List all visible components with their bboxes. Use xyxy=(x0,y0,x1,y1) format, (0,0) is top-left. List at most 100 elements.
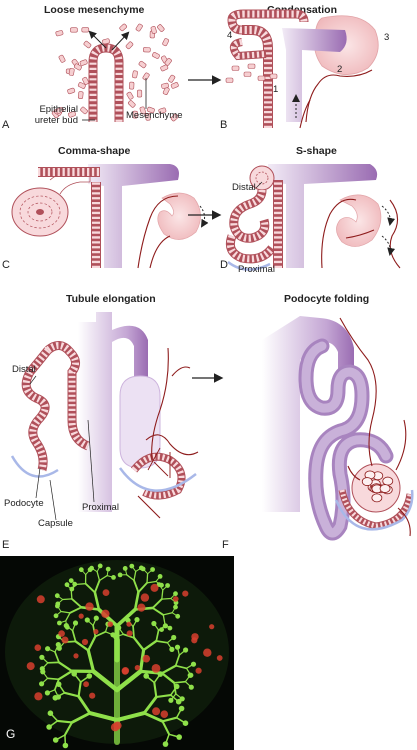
invasion-arrow-left xyxy=(88,30,107,49)
mesenchyme-cell xyxy=(68,111,76,118)
mesenchyme-cell xyxy=(58,54,66,63)
ureteric-branch xyxy=(138,648,146,674)
capillary-loop xyxy=(382,476,394,486)
nephron-cluster xyxy=(216,655,223,661)
nephron-cluster xyxy=(191,637,198,644)
mesenchyme-cell xyxy=(68,68,75,76)
nephron-cluster xyxy=(73,653,79,659)
ureteric-branch xyxy=(133,590,140,611)
ureter-bud xyxy=(88,43,124,122)
vessel-b xyxy=(305,69,373,123)
ureteric-branch xyxy=(77,680,82,698)
branch-tip xyxy=(78,567,84,573)
vessel-c xyxy=(137,195,179,269)
ureteric-branch xyxy=(162,612,173,616)
ureteric-branch xyxy=(56,719,74,724)
ureteric-branch xyxy=(137,581,148,594)
branch-tip xyxy=(157,574,163,579)
branch-tip xyxy=(89,565,94,571)
nephron-cluster xyxy=(121,667,130,675)
branch-tip xyxy=(39,666,45,672)
branch-tip xyxy=(93,615,99,621)
mesenchyme-cell xyxy=(161,82,169,89)
mesenchyme-cell xyxy=(170,113,179,122)
ureteric-branch xyxy=(161,597,172,600)
mesenchyme-cell xyxy=(162,38,170,47)
mesenchyme-cell xyxy=(257,75,266,81)
mesenchyme-cell xyxy=(55,30,64,37)
ureteric-branch xyxy=(160,664,177,675)
ureteric-branch xyxy=(114,669,143,693)
comma-body xyxy=(11,187,69,237)
mesenchyme-cell xyxy=(82,76,89,85)
branch-tip xyxy=(150,567,156,572)
nephron-cluster xyxy=(81,638,89,646)
nephron-cluster xyxy=(126,630,133,637)
branch-tip xyxy=(57,620,62,626)
ureteric-branch xyxy=(174,664,188,670)
ureteric-branch xyxy=(153,681,158,699)
migrating-cells xyxy=(225,63,278,83)
ureteric-branch xyxy=(161,720,171,736)
nephron-cluster xyxy=(142,654,151,663)
branch-tip xyxy=(151,620,157,627)
nephron-cluster xyxy=(93,629,99,635)
mesenchyme-cell xyxy=(231,65,240,71)
ureteric-branch xyxy=(142,639,158,652)
mesenchyme-cell xyxy=(168,74,176,83)
branch-tip xyxy=(116,625,122,631)
ureteric-branch xyxy=(115,711,147,722)
folding-arrow-c xyxy=(199,205,209,228)
label-mesenchyme: Mesenchyme xyxy=(126,110,183,121)
nephron-cluster xyxy=(152,707,161,716)
nephron-cluster xyxy=(83,681,89,688)
branch-tip xyxy=(167,625,173,631)
branch-tip xyxy=(105,566,111,572)
panel-a-letter: A xyxy=(2,119,10,131)
ureteric-branch xyxy=(71,629,77,643)
ureteric-branch xyxy=(115,607,137,628)
branch-tip xyxy=(182,720,189,726)
branch-tip xyxy=(190,661,197,667)
mesenchyme-cell xyxy=(164,57,172,66)
ureteric-branch xyxy=(87,711,119,722)
panel-c-letter: C xyxy=(2,259,10,271)
branch-tip xyxy=(97,563,103,569)
ureteric-branch xyxy=(151,606,165,616)
vessels-f xyxy=(339,317,411,537)
ureteric-branch xyxy=(54,651,60,664)
mesenchyme-cell xyxy=(152,52,160,59)
branch-tip xyxy=(174,644,181,650)
label-4: 4 xyxy=(227,30,232,41)
mesenchyme-cell xyxy=(139,106,146,115)
branch-tip xyxy=(173,604,178,610)
branch-tip xyxy=(129,563,135,569)
label-1: 1 xyxy=(273,84,278,95)
collecting-duct-e xyxy=(78,312,148,512)
mesenchyme-cell xyxy=(135,23,143,32)
ureteric-branch xyxy=(173,680,187,684)
comma-mesenchyme xyxy=(157,192,201,240)
branch-tip xyxy=(111,575,116,580)
mesenchyme-cell xyxy=(129,81,135,90)
branch-tip xyxy=(187,672,193,678)
ureteric-branch xyxy=(133,579,140,594)
branch-tip xyxy=(46,724,52,730)
branch-tip xyxy=(53,613,59,619)
ureteric-branch xyxy=(160,672,176,684)
ureteric-branch xyxy=(161,716,178,723)
mesenchyme-cell xyxy=(136,89,143,98)
micrograph-tree xyxy=(5,560,229,749)
ureteric-branch xyxy=(155,640,169,644)
mesenchyme-cell xyxy=(170,82,179,89)
branch-tip xyxy=(122,566,128,571)
branch-tip xyxy=(125,617,131,623)
ureteric-branch xyxy=(57,661,74,673)
label-capsule: Capsule xyxy=(38,518,73,529)
branch-tip xyxy=(168,697,174,703)
ureteric-branch xyxy=(69,606,83,614)
branch-tip xyxy=(165,583,171,588)
ureteric-branch xyxy=(91,669,120,693)
mesenchyme-cell xyxy=(70,27,78,33)
